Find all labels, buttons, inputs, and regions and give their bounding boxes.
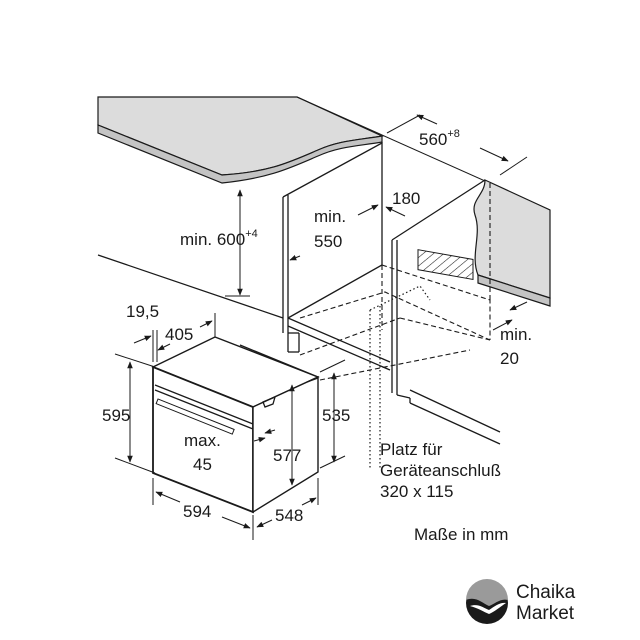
niche-outline-dashed bbox=[299, 264, 491, 470]
niche-height-label: min. 600+4 bbox=[180, 228, 258, 249]
countertop-right bbox=[473, 179, 551, 307]
oven-width-label: 594 bbox=[183, 502, 211, 521]
handle-label: max. bbox=[184, 431, 221, 450]
front-offset-label: 19,5 bbox=[126, 302, 159, 321]
connection-note-line1: Platz für bbox=[380, 440, 443, 459]
logo-text-line2: Market bbox=[516, 603, 575, 624]
niche-depth-label: min. bbox=[314, 207, 346, 226]
oven-height-label: 595 bbox=[102, 406, 130, 425]
connection-offset-label: 180 bbox=[392, 189, 420, 208]
connection-note-line3: 320 x 115 bbox=[380, 482, 453, 501]
body-height-label: 577 bbox=[273, 446, 301, 465]
logo-text-line1: Chaika bbox=[516, 582, 576, 603]
units-note: Maße in mm bbox=[414, 525, 508, 544]
dimension-lines bbox=[114, 114, 528, 540]
niche-width-label: 560+8 bbox=[419, 128, 460, 149]
oven-handle bbox=[155, 398, 235, 435]
oven bbox=[151, 336, 320, 514]
handle-value: 45 bbox=[193, 455, 212, 474]
niche-depth-value: 550 bbox=[314, 232, 342, 251]
countertop-left bbox=[97, 96, 384, 184]
chaika-market-logo-icon bbox=[466, 579, 508, 624]
gap-label: min. bbox=[500, 325, 532, 344]
door-depth-label: 405 bbox=[165, 325, 193, 344]
side-height-label: 535 bbox=[322, 406, 350, 425]
niche-side-panel bbox=[391, 179, 501, 445]
connection-note-line2: Geräteanschluß bbox=[380, 461, 501, 480]
connection-area-hatch bbox=[417, 249, 474, 280]
oven-depth-label: 548 bbox=[275, 506, 303, 525]
gap-value: 20 bbox=[500, 349, 519, 368]
